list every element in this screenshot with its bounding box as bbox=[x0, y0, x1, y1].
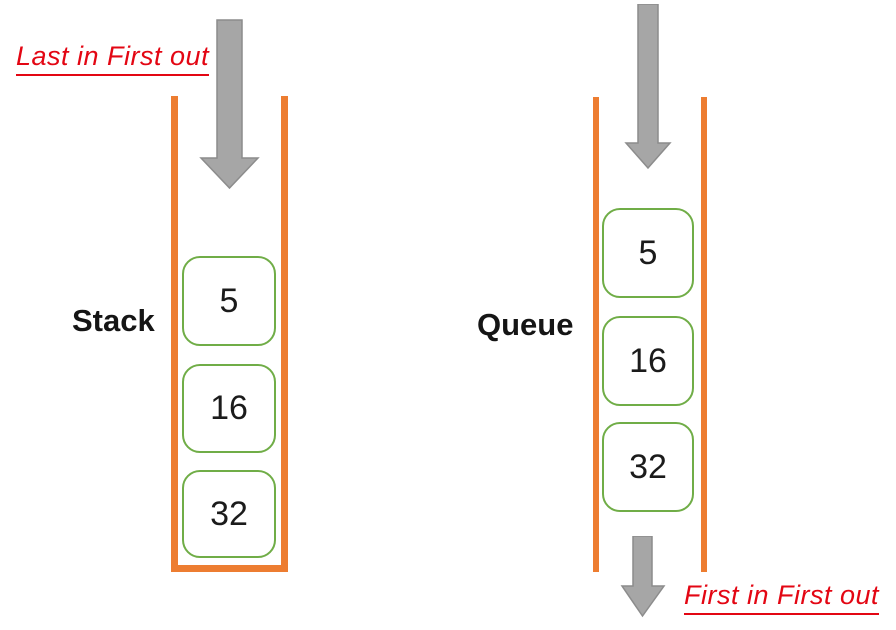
queue-item-box: 16 bbox=[602, 316, 694, 406]
queue-enqueue-down-arrow-icon bbox=[624, 4, 672, 170]
fifo-caption: First in First out bbox=[684, 580, 880, 615]
stack-item-box: 5 bbox=[182, 256, 276, 346]
queue-container-left-wall bbox=[593, 97, 599, 572]
stack-container bbox=[171, 96, 288, 572]
stack-item-box: 16 bbox=[182, 364, 276, 453]
queue-dequeue-down-arrow-icon bbox=[620, 536, 666, 618]
queue-label: Queue bbox=[477, 307, 574, 342]
lifo-caption: Last in First out bbox=[16, 41, 210, 76]
queue-item-box: 32 bbox=[602, 422, 694, 512]
stack-item-box: 32 bbox=[182, 470, 276, 558]
queue-container-right-wall bbox=[701, 97, 707, 572]
stack-label: Stack bbox=[72, 303, 155, 338]
queue-item-box: 5 bbox=[602, 208, 694, 298]
stack-push-down-arrow-icon bbox=[199, 19, 260, 190]
